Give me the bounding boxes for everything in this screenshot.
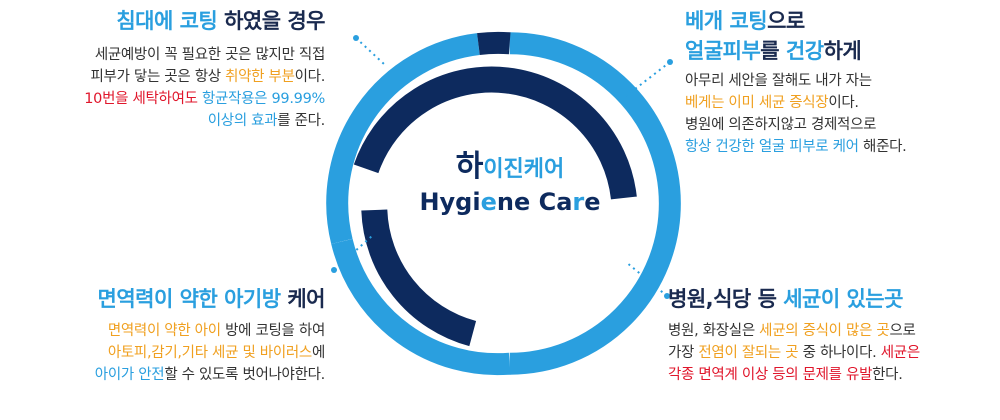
top-right-line-3: 병원에 의존하지않고 경제적으로: [685, 117, 877, 133]
bottom-right-line-2: 가장 전염이 잘되는 곳 중 하나이다. 세균은: [668, 345, 920, 361]
bottom-right-body: 병원, 화장실은 세균의 증식이 많은 곳으로 가장 전염이 잘되는 곳 중 하…: [668, 320, 996, 386]
ring-inner-navy-arc-top: [353, 66, 637, 200]
top-right-body: 아무리 세안을 잘해도 내가 자는 베게는 이미 세균 증식장이다. 병원에 의…: [685, 70, 995, 158]
top-right-line-1: 아무리 세안을 잘해도 내가 자는: [685, 73, 872, 89]
center-text: 하이진케어 Hygiene Care: [419, 149, 600, 216]
top-left-body: 세균예방이 꼭 필요한 곳은 많지만 직접 피부가 닿는 곳은 항상 취약한 부…: [5, 44, 325, 132]
top-left-section: 침대에 코팅 하였을 경우 세균예방이 꼭 필요한 곳은 많지만 직접 피부가 …: [5, 6, 325, 132]
bottom-right-section: 병원,식당 등 세균이 있는곳 병원, 화장실은 세균의 증식이 많은 곳으로 …: [668, 284, 996, 386]
bottom-left-line-1: 면역력이 약한 아이 방에 코팅을 하여: [107, 323, 325, 339]
center-english-title: Hygiene Care: [419, 188, 600, 216]
center-korean-title: 하이진케어: [456, 149, 565, 184]
connector-dot-bottom-left: [331, 267, 337, 273]
top-left-line-2: 피부가 닿는 곳은 항상 취약한 부분이다.: [90, 69, 325, 85]
connector-dot-bottom-right: [664, 293, 670, 299]
connector-bottom-left: [333, 235, 373, 271]
bottom-right-title: 병원,식당 등 세균이 있는곳: [668, 287, 903, 311]
top-right-title-1: 베개 코팅으로: [685, 9, 805, 33]
bottom-left-line-2: 아토피,감기,기타 세균 및 바이러스에: [107, 345, 325, 361]
bottom-right-line-3: 각종 면역계 이상 등의 문제를 유발한다.: [668, 367, 903, 383]
top-right-line-2: 베게는 이미 세균 증식장이다.: [685, 95, 859, 111]
top-left-line-4: 이상의 효과를 준다.: [207, 113, 326, 129]
connector-dot-top-right: [667, 59, 673, 65]
connector-dot-top-left: [353, 35, 359, 41]
bottom-left-title: 면역력이 약한 아기방 케어: [97, 287, 326, 311]
connector-top-left: [355, 37, 385, 65]
bottom-left-body: 면역력이 약한 아이 방에 코팅을 하여 아토피,감기,기타 세균 및 바이러스…: [5, 320, 326, 386]
top-left-line-1: 세균예방이 꼭 필요한 곳은 많지만 직접: [94, 47, 325, 63]
bottom-left-line-3: 아이가 안전할 수 있도록 벗어나야한다.: [94, 367, 326, 383]
top-left-line-3: 10번을 세탁하여도 항균작용은 99.99%: [84, 91, 325, 107]
bottom-right-line-1: 병원, 화장실은 세균의 증식이 많은 곳으로: [668, 323, 916, 339]
ring-outer-navy-arc: [477, 31, 511, 56]
ring: [326, 31, 681, 376]
ring-inner-navy-arc-bottom: [361, 209, 477, 347]
ring-outer-navy-arc-2: [331, 238, 511, 376]
connectors: [333, 37, 671, 297]
ring-outer-blue-arc-2: [326, 33, 480, 245]
top-left-title: 침대에 코팅 하였을 경우: [116, 9, 325, 33]
top-right-section: 베개 코팅으로 얼굴피부를 건강하게 아무리 세안을 잘해도 내가 자는 베게는…: [685, 6, 995, 158]
top-right-line-4: 항상 건강한 얼굴 피부로 케어 해준다.: [685, 139, 907, 155]
top-right-title-2: 얼굴피부를 건강하게: [685, 39, 862, 63]
bottom-left-section: 면역력이 약한 아기방 케어 면역력이 약한 아이 방에 코팅을 하여 아토피,…: [5, 284, 326, 386]
ring-outer-blue-arc: [509, 32, 681, 375]
